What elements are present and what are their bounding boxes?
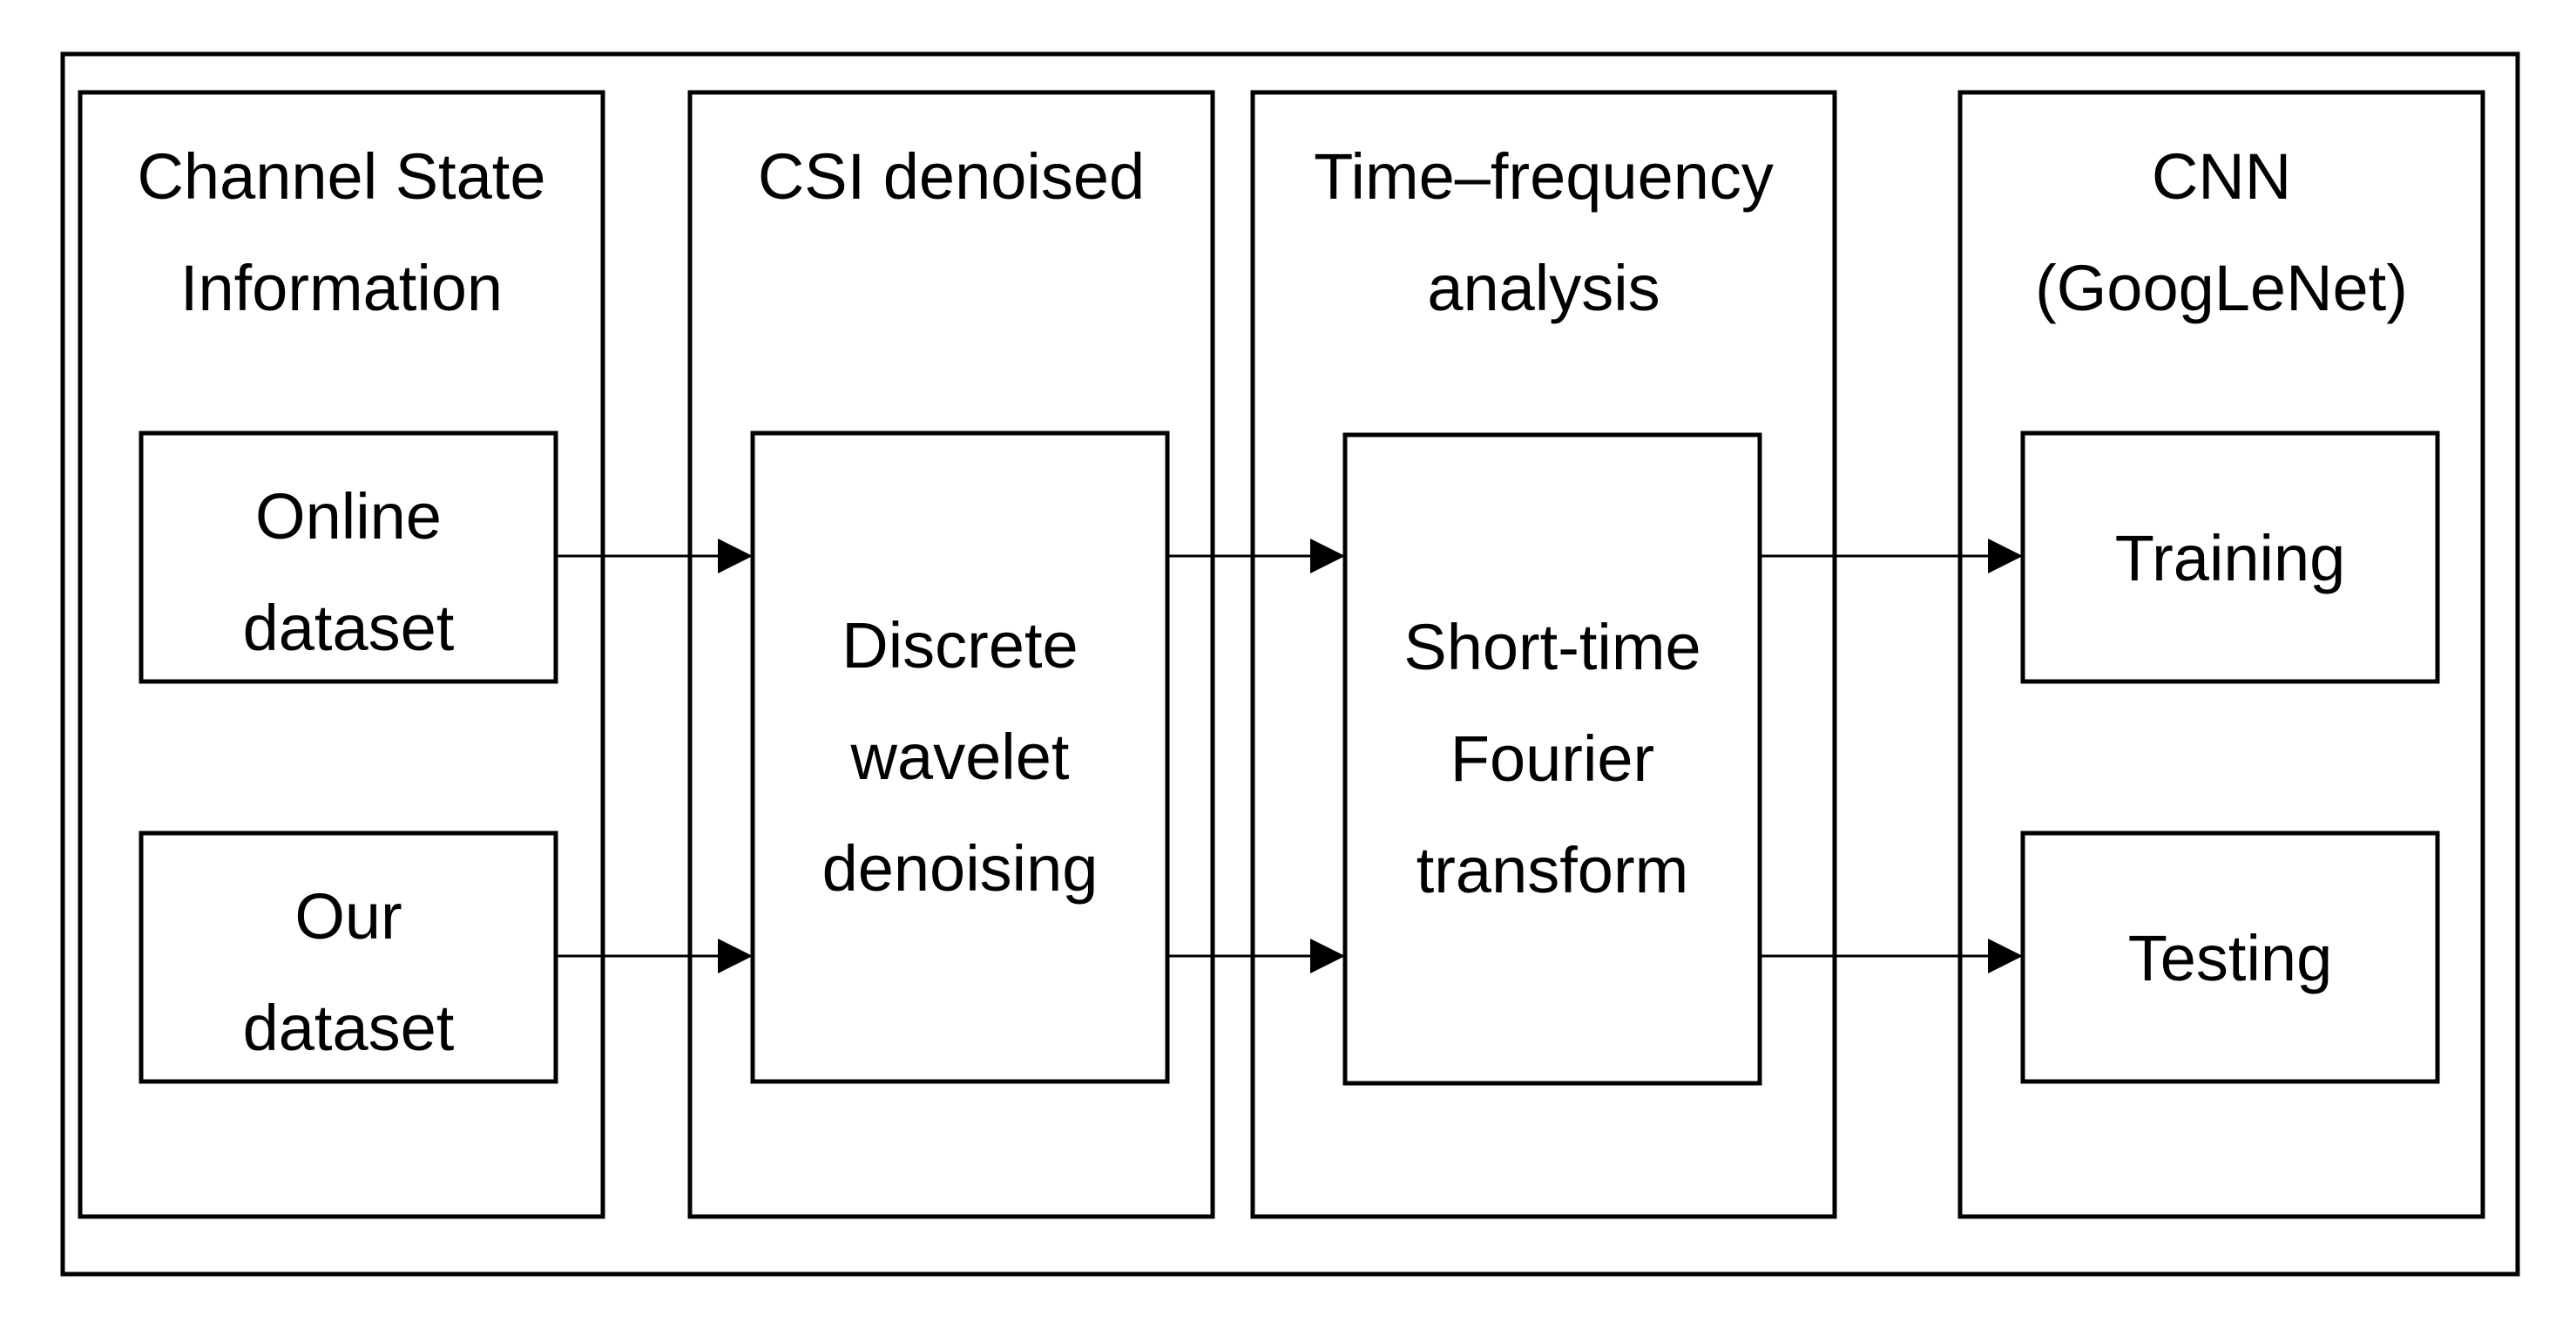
stage-title-line: Information (180, 252, 503, 324)
node-label: Training (2115, 522, 2346, 594)
node-label: Our (294, 880, 402, 953)
stage-title-line: CSI denoised (758, 140, 1145, 213)
node-label: dataset (243, 992, 455, 1064)
stage-title-line: (GoogLeNet) (2035, 252, 2408, 324)
arrowhead (1988, 939, 2023, 973)
arrowhead (1988, 539, 2023, 573)
node-dwt (750, 431, 1170, 1084)
arrowhead (718, 939, 753, 973)
node-label: transform (1416, 834, 1689, 906)
stage-title-line: analysis (1427, 252, 1660, 324)
stage-title-line: CNN (2152, 140, 2291, 213)
stage-title-line: Time–frequency (1314, 140, 1774, 213)
stage-panel-csi (78, 90, 605, 1219)
stage-panel-denoise (687, 90, 1215, 1219)
node-label: wavelet (850, 721, 1070, 793)
stage-panel-tfa (1250, 90, 1837, 1219)
node-label: Online (255, 480, 442, 553)
arrowhead (1310, 539, 1345, 573)
outer-frame (60, 51, 2520, 1277)
node-label: Short-time (1403, 611, 1700, 683)
node-label: Testing (2128, 922, 2332, 994)
arrowhead (718, 539, 753, 573)
arrowhead (1310, 939, 1345, 973)
node-label: Discrete (842, 609, 1078, 681)
stage-title-line: Channel State (137, 140, 545, 213)
node-testing (2020, 831, 2440, 1084)
node-stft (1342, 432, 1762, 1086)
node-training (2020, 431, 2440, 684)
stage-panel-cnn (1957, 90, 2485, 1219)
node-label: Fourier (1450, 722, 1654, 795)
node-label: dataset (243, 592, 455, 664)
node-label: denoising (822, 832, 1099, 905)
